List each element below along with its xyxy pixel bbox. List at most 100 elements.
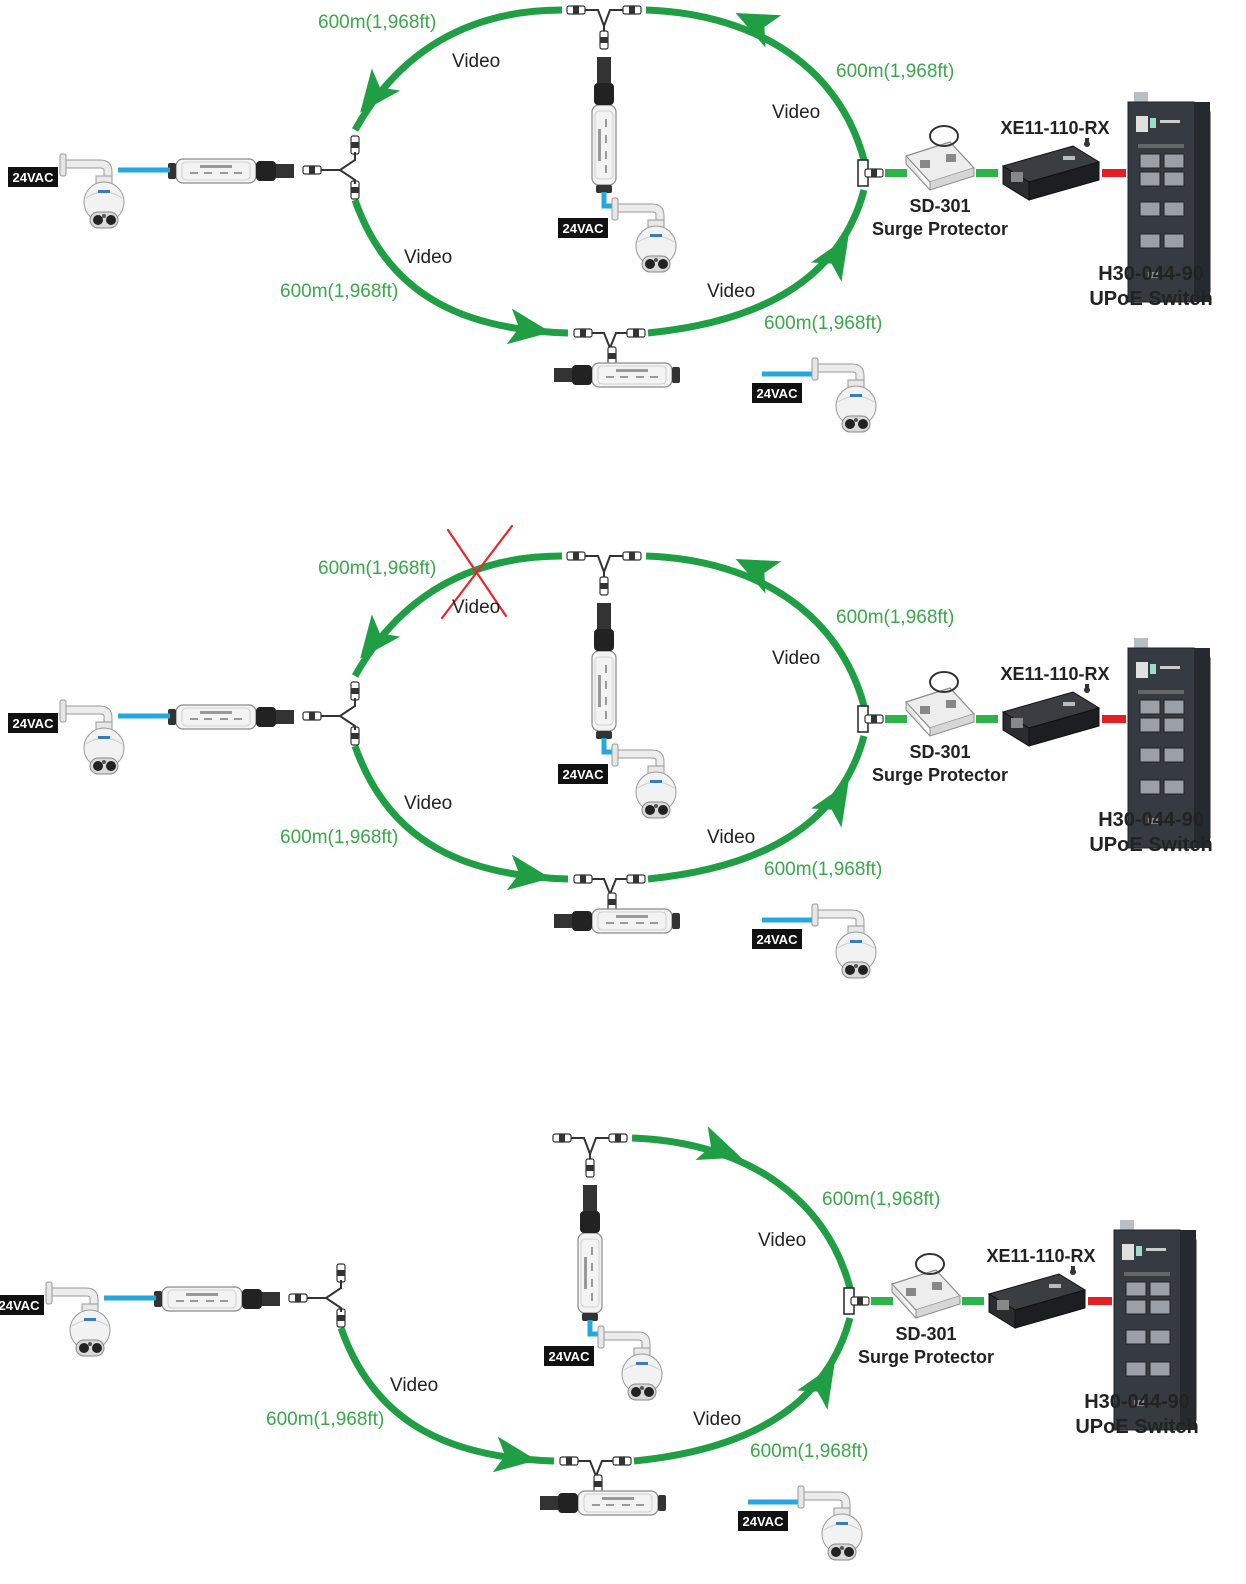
surge-name-label: Surge Protector [872,765,1008,785]
y-splitter-connector-icon [566,551,586,561]
link-green [976,169,998,177]
y-splitter-connector-icon [593,1474,603,1494]
surge-model-label: SD-301 [909,742,970,762]
power-label: 24VAC [752,929,802,949]
left-node: 24VAC [8,681,360,775]
distance-label-top-right: 600m(1,968ft) [836,607,954,628]
bottom-node: 24VAC [553,874,877,979]
extender-unit-icon [167,158,295,184]
fiber-segment-top-right [645,6,868,161]
y-splitter-connector-icon [585,1158,595,1178]
y-splitter-connector-icon [336,1263,346,1283]
power-label: 24VAC [0,1295,44,1315]
surge-protector-icon [905,671,975,737]
ptz-camera-icon [611,743,677,819]
power-label-text: 24VAC [13,716,55,731]
fiber-segment-top-right [645,552,868,707]
surge-protector-icon [905,125,975,191]
video-label-bottom-right: Video [707,827,755,848]
switch-name-label: UPoE Switch [1089,834,1212,856]
y-splitter-connector-icon [288,1293,308,1303]
y-splitter-connector-icon [573,328,593,338]
video-label-top-right: Video [772,102,820,123]
ptz-camera-icon [45,1281,111,1357]
ptz-camera-icon [597,1325,663,1401]
surge-name-label: Surge Protector [872,219,1008,239]
power-label-text: 24VAC [743,1514,785,1529]
fiber-segment-bottom-right [633,1317,854,1465]
ptz-camera-icon [811,357,877,433]
ptz-camera-icon [797,1485,863,1561]
fiber-segment-bottom-left [351,198,569,337]
receiver-label: XE11-110-RX [1000,118,1109,138]
fiber-segment-bottom-right [647,735,868,883]
y-splitter-connector-icon [350,681,360,701]
scenario-recovered-path: 600m(1,968ft)VideoVideo600m(1,968ft)Vide… [0,1126,1199,1561]
surge-model-label: SD-301 [909,196,970,216]
extender-unit-icon [577,1184,603,1322]
switch-model-label: H30-044-90 [1098,263,1204,285]
extender-unit-icon [539,1490,667,1516]
ptz-camera-icon [611,197,677,273]
surge-model-label: SD-301 [895,1324,956,1344]
link-red [1102,169,1126,177]
link-green [885,715,907,723]
power-label: 24VAC [558,764,608,784]
direction-arrow-icon [796,1354,850,1410]
y-splitter-connector-icon [607,892,617,912]
arrowheads [492,1126,850,1479]
power-label: 24VAC [544,1346,594,1366]
y-splitter-connector-icon [302,711,322,721]
distance-label-bottom-right: 600m(1,968ft) [750,1441,868,1462]
head-end [857,637,1211,849]
head-end [857,91,1211,303]
receiver-unit-icon [988,1265,1086,1329]
surge-protector-icon [891,1253,961,1319]
top-node: 24VAC [558,551,677,819]
distance-label-bottom-right: 600m(1,968ft) [764,313,882,334]
extender-unit-icon [591,602,617,740]
extender-unit-icon [553,362,681,388]
ptz-camera-icon [59,699,125,775]
switch-name-label: UPoE Switch [1089,288,1212,310]
power-label: 24VAC [8,167,58,187]
direction-arrow-icon [810,226,864,282]
y-splitter-connector-icon [622,551,642,561]
failure-x-icon [440,524,514,620]
bottom-node: 24VAC [553,328,877,433]
video-label-bottom-right: Video [707,281,755,302]
power-label: 24VAC [8,713,58,733]
y-splitter-connector-icon [626,328,646,338]
extender-unit-icon [167,704,295,730]
distance-label-top-left: 600m(1,968ft) [318,558,436,579]
power-label-text: 24VAC [757,932,799,947]
y-splitter-connector-icon [350,135,360,155]
video-label-top-right: Video [772,648,820,669]
distance-label-bottom-left: 600m(1,968ft) [280,827,398,848]
extender-unit-icon [553,908,681,934]
receiver-label: XE11-110-RX [986,1246,1095,1266]
link-green [871,1297,893,1305]
link-green [885,169,907,177]
switch-name-label: UPoE Switch [1075,1416,1198,1438]
distance-label-top-right: 600m(1,968ft) [836,61,954,82]
y-splitter-connector-icon [612,1456,632,1466]
devices-layer: 600m(1,968ft)VideoVideo600m(1,968ft)Vide… [0,1133,1199,1561]
power-label: 24VAC [558,218,608,238]
surge-name-label: Surge Protector [858,1347,994,1367]
power-label-text: 24VAC [13,170,55,185]
power-label-text: 24VAC [757,386,799,401]
ptz-camera-icon [59,153,125,229]
y-splitter-connector-icon [864,168,884,178]
top-node: 24VAC [558,5,677,273]
fiber-segment-top-right [631,1134,854,1289]
video-label-top-left: Video [452,51,500,72]
distance-label-bottom-left: 600m(1,968ft) [266,1409,384,1430]
y-splitter-connector-icon [607,346,617,366]
y-splitter-connector-icon [559,1456,579,1466]
direction-arrow-icon [810,772,864,828]
link-green [976,715,998,723]
